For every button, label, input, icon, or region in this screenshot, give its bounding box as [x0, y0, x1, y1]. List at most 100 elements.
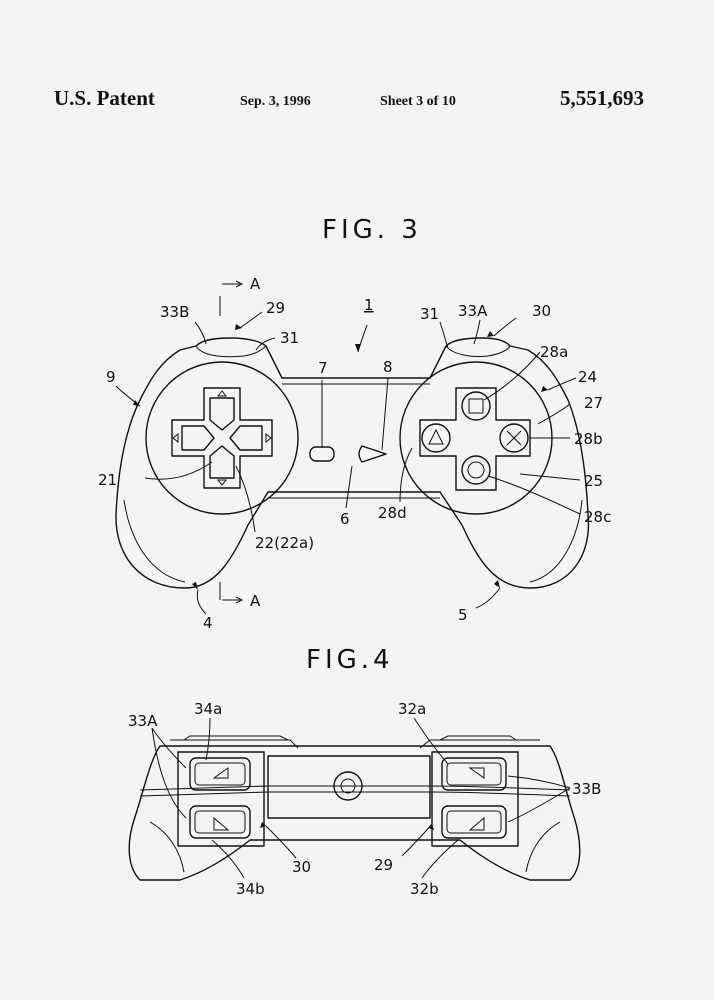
left-shoulder-edge: [195, 345, 267, 358]
label-9: 9: [106, 368, 116, 386]
button-34a[interactable]: [189, 757, 251, 791]
label-31-right: 31: [420, 305, 439, 323]
section-arrow-bottom-icon: [235, 596, 244, 604]
label-27: 27: [584, 394, 603, 412]
button-34b-inner: [194, 810, 246, 834]
right-grip-inner: [529, 499, 583, 583]
button-34a-icon: [212, 767, 229, 779]
leader-lines: [115, 311, 581, 615]
right-shoulder-housing: [431, 751, 519, 847]
label-30: 30: [532, 302, 551, 320]
circle-icon: [467, 461, 485, 479]
front-connector-inner: [340, 778, 356, 794]
select-button[interactable]: [309, 446, 335, 462]
dpad-up-arrow-icon: [216, 390, 228, 397]
fig4-arrowheads: [260, 822, 434, 830]
sheet-number: Sheet 3 of 10: [380, 94, 456, 109]
front-shoulder-tops: [183, 735, 517, 741]
left-shoulder-housing: [177, 751, 265, 847]
fig4-label-33B: 33B: [572, 780, 601, 798]
label-33B: 33B: [160, 303, 189, 321]
patent-date: Sep. 3, 1996: [240, 94, 311, 109]
label-5: 5: [458, 606, 468, 624]
triangle-icon: [428, 428, 444, 445]
label-22-22a: 22(22a): [255, 534, 314, 552]
fig4-label-33A: 33A: [128, 712, 158, 730]
left-pad-circle: [145, 361, 299, 515]
leader-arrowheads: [133, 324, 548, 590]
controller-outline: [115, 337, 590, 589]
label-8: 8: [383, 358, 393, 376]
dpad-up-button[interactable]: [209, 397, 235, 431]
fig4-label-34b: 34b: [236, 880, 265, 898]
dpad-housing: [171, 387, 273, 489]
right-grip-detail: [525, 821, 561, 873]
label-1: 1: [364, 296, 374, 314]
button-32a[interactable]: [441, 757, 507, 791]
button-28b[interactable]: [499, 423, 529, 453]
controller-top-view: 33B 29 31 A 1 31 33A 30 9 7 8 28a 24 27 …: [98, 275, 611, 632]
left-grip-inner: [123, 499, 186, 583]
fig4-label-29: 29: [374, 856, 393, 874]
button-34a-inner: [194, 762, 246, 786]
label-33A: 33A: [458, 302, 488, 320]
start-button[interactable]: [358, 445, 387, 463]
button-28a[interactable]: [461, 391, 491, 421]
button-34b[interactable]: [189, 805, 251, 839]
dpad-down-arrow-icon: [216, 479, 228, 486]
right-shoulder-edge: [445, 345, 511, 357]
square-icon: [468, 398, 484, 414]
button-32b-inner: [446, 810, 502, 834]
section-line-bottom: [219, 582, 240, 601]
fig3-title: FIG. 3: [322, 215, 422, 245]
section-line-top: [219, 283, 240, 316]
fig4-label-32a: 32a: [398, 700, 426, 718]
patent-number: 5,551,693: [560, 86, 644, 110]
button-28c[interactable]: [461, 455, 491, 485]
front-connector-outer: [333, 771, 363, 801]
section-arrow-top-icon: [235, 280, 244, 288]
label-28d: 28d: [378, 504, 407, 522]
dpad-right-arrow-icon: [265, 432, 272, 444]
patent-label: U.S. Patent: [54, 86, 155, 110]
label-31-left: 31: [280, 329, 299, 347]
label-25: 25: [584, 472, 603, 490]
left-grip-detail: [149, 821, 185, 873]
fig4-leader-lines: [151, 717, 571, 879]
fig4-label-30: 30: [292, 858, 311, 876]
label-28c: 28c: [584, 508, 611, 526]
label-6: 6: [340, 510, 350, 528]
controller-front-view: 33A 34a 32a 33B 30 29 34b 32b: [128, 700, 601, 898]
front-body-outline: [128, 745, 581, 881]
label-A-bottom: A: [250, 592, 261, 610]
front-seam-line: [139, 785, 571, 791]
fig4-label-34a: 34a: [194, 700, 222, 718]
dpad-down-button[interactable]: [209, 445, 235, 479]
button-32b[interactable]: [441, 805, 507, 839]
front-seam-line-2: [139, 791, 571, 797]
fig4-label-32b: 32b: [410, 880, 439, 898]
label-21: 21: [98, 471, 117, 489]
front-top-edge: [170, 739, 540, 749]
label-28b: 28b: [574, 430, 603, 448]
front-center-panel: [267, 755, 431, 819]
label-28a: 28a: [540, 343, 568, 361]
cross-icon: [506, 430, 522, 446]
button-32b-icon: [468, 816, 485, 831]
button-28d[interactable]: [421, 423, 451, 453]
fig4-title: FIG.4: [306, 645, 394, 675]
dpad-left-arrow-icon: [172, 432, 179, 444]
label-4: 4: [203, 614, 213, 632]
dpad-left-button[interactable]: [181, 425, 215, 451]
label-24: 24: [578, 368, 597, 386]
dpad-right-button[interactable]: [229, 425, 263, 451]
button-32a-icon: [468, 767, 485, 779]
action-button-housing: [419, 387, 531, 491]
label-7: 7: [318, 359, 328, 377]
label-A-top: A: [250, 275, 261, 293]
button-32a-inner: [446, 762, 502, 786]
button-34b-icon: [213, 816, 230, 831]
label-29: 29: [266, 299, 285, 317]
